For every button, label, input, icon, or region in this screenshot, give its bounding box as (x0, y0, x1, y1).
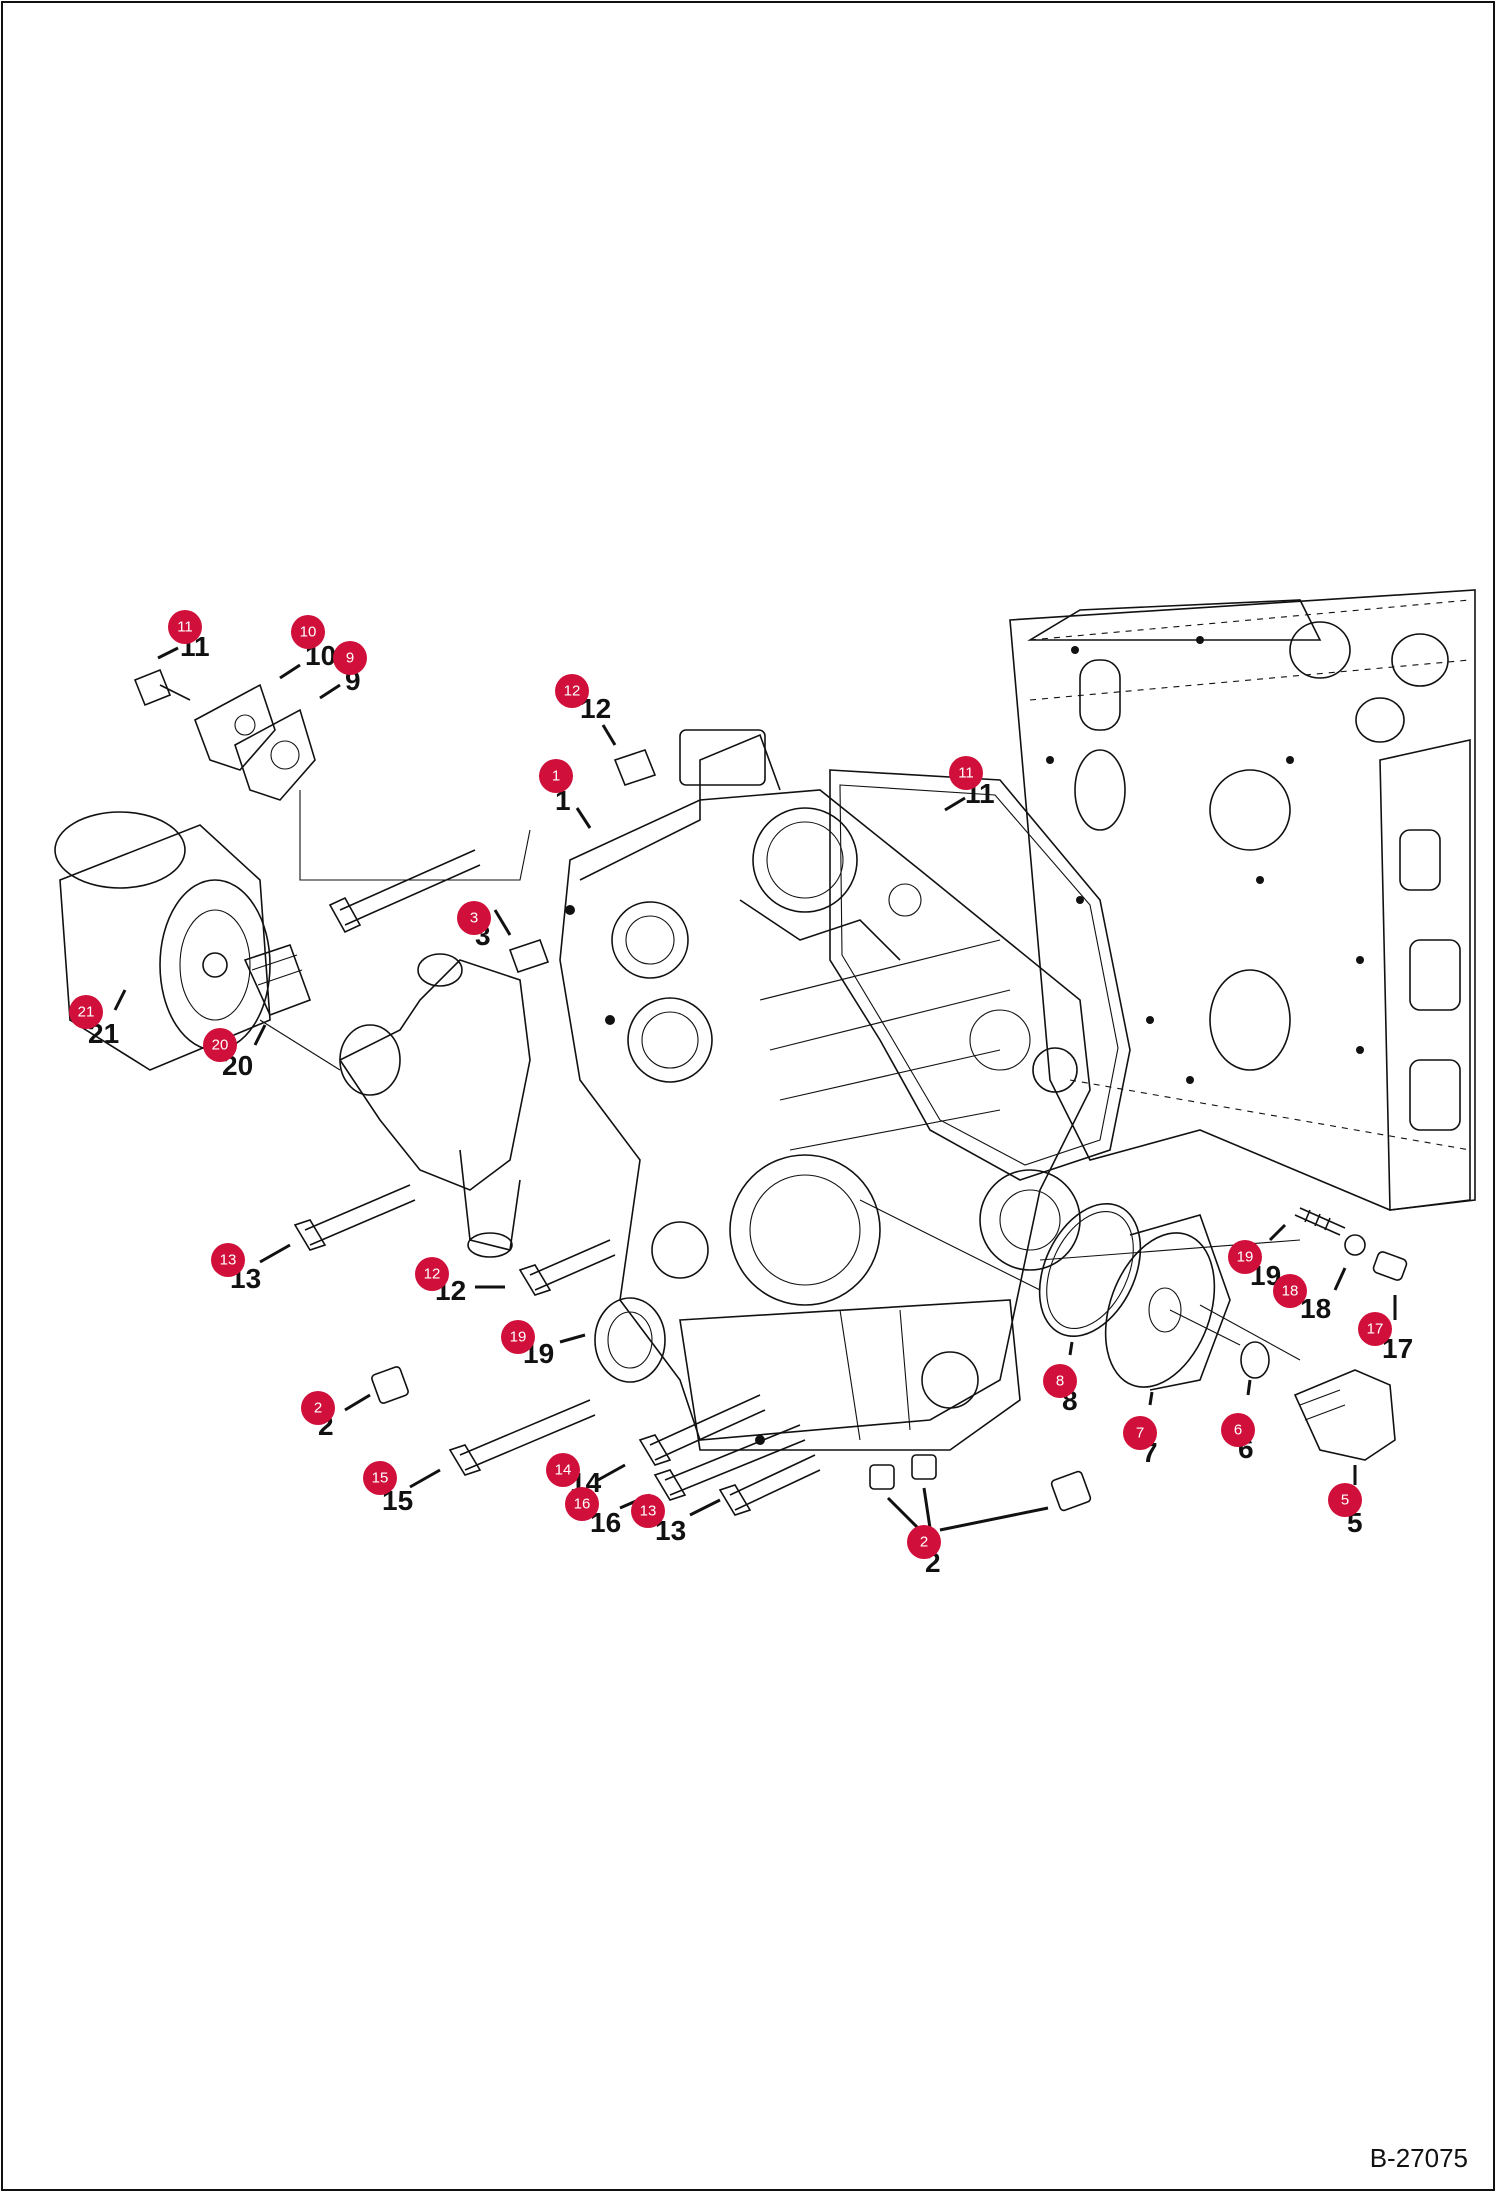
svg-text:2: 2 (314, 1400, 322, 1417)
long-bolt-12b (718, 1454, 821, 1516)
callout-13-a[interactable]: 13 13 (211, 1243, 291, 1294)
callout-17[interactable]: 17 17 (1358, 1295, 1413, 1364)
svg-text:12: 12 (564, 683, 581, 700)
svg-text:21: 21 (78, 1004, 95, 1021)
front-cover (559, 729, 1091, 1451)
svg-text:2: 2 (920, 1534, 928, 1551)
long-bolt-15 (653, 1424, 806, 1501)
plug-bottom-b (911, 1454, 937, 1480)
svg-text:13: 13 (220, 1252, 237, 1269)
plug-bottom-a (869, 1464, 895, 1490)
callout-12-a[interactable]: 12 12 (415, 1257, 505, 1306)
plug-right (1050, 1470, 1092, 1512)
svg-text:5: 5 (1341, 1492, 1349, 1509)
long-bolt-13a (293, 1184, 416, 1251)
callout-2-b[interactable]: 2 2 (886, 1487, 1049, 1578)
callout-10[interactable]: 11 11 (944, 756, 995, 812)
plug-left (371, 1366, 409, 1404)
pulley-cover (1104, 1214, 1241, 1391)
callout-11-a[interactable]: 11 11 (157, 610, 210, 662)
svg-text:12: 12 (424, 1266, 441, 1283)
svg-text:1: 1 (552, 768, 560, 785)
callout-3[interactable]: 3 3 (457, 901, 512, 951)
plug-17 (1372, 1251, 1408, 1281)
svg-text:11: 11 (177, 619, 193, 636)
gasket (234, 708, 316, 801)
callouts: 11 11 10 10 9 9 12 12 1 (69, 610, 1413, 1578)
svg-text:11: 11 (958, 765, 974, 782)
long-bolt-12a (518, 1239, 616, 1296)
drain-plug (1293, 1369, 1396, 1461)
svg-text:16: 16 (574, 1496, 591, 1513)
bolt-3 (508, 938, 550, 974)
callout-6[interactable]: 7 7 (1123, 1391, 1158, 1468)
engine-block (1009, 589, 1476, 1211)
svg-text:9: 9 (346, 650, 354, 667)
callout-2-a[interactable]: 2 2 (301, 1391, 371, 1441)
top-bolt (133, 668, 191, 707)
bolt-11b (613, 749, 657, 786)
callout-14[interactable]: 15 15 (363, 1461, 441, 1516)
cover-gasket (829, 769, 1131, 1181)
callout-5[interactable]: 6 6 (1221, 1379, 1255, 1464)
flange-plate (194, 683, 276, 771)
callout-12-b[interactable]: 13 13 (631, 1494, 721, 1546)
svg-text:13: 13 (640, 1503, 657, 1520)
callout-16[interactable]: 19 19 (501, 1320, 586, 1369)
callout-9[interactable]: 10 10 (279, 615, 336, 680)
callout-15[interactable]: 16 16 (565, 1487, 651, 1538)
o-ring-large (1038, 1202, 1142, 1338)
nipple (243, 943, 312, 1017)
long-bolt-14 (448, 1399, 596, 1476)
svg-text:8: 8 (1056, 1373, 1064, 1390)
o-ring-small (1240, 1341, 1270, 1379)
svg-text:10: 10 (300, 624, 317, 641)
svg-text:17: 17 (1367, 1321, 1384, 1338)
svg-text:20: 20 (212, 1037, 229, 1054)
water-pump (338, 953, 531, 1258)
document-code: B-27075 (1369, 2143, 1468, 2173)
callout-21[interactable]: 21 21 (69, 989, 127, 1049)
callout-18[interactable]: 18 18 (1273, 1267, 1347, 1324)
svg-text:3: 3 (470, 910, 478, 927)
callout-7[interactable]: 8 8 (1043, 1341, 1078, 1416)
svg-text:15: 15 (372, 1470, 389, 1487)
svg-text:18: 18 (1282, 1283, 1299, 1300)
callout-8[interactable]: 9 9 (319, 641, 367, 700)
callout-20[interactable]: 20 20 (203, 1024, 267, 1081)
callout-11-b[interactable]: 12 12 (555, 674, 617, 746)
assembly-guidelines (259, 790, 1301, 1361)
svg-text:14: 14 (555, 1462, 572, 1479)
callout-1[interactable]: 1 1 (539, 759, 592, 829)
spring (1294, 1207, 1346, 1236)
svg-text:19: 19 (510, 1329, 527, 1346)
oil-seal (594, 1297, 666, 1383)
svg-text:19: 19 (1237, 1249, 1254, 1266)
ball (1344, 1234, 1366, 1256)
callout-4[interactable]: 5 5 (1328, 1465, 1363, 1538)
svg-text:7: 7 (1136, 1425, 1144, 1442)
long-bolt-13b (638, 1394, 766, 1466)
svg-text:6: 6 (1234, 1422, 1242, 1439)
